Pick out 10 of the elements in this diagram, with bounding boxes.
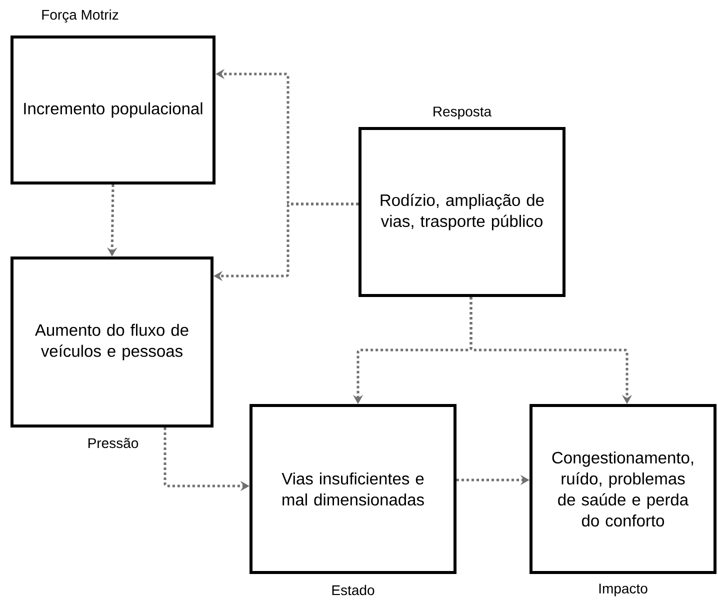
box-caption: Força Motriz [42,9,118,23]
box-caption: Resposta [434,106,492,120]
box-caption: Pressão [88,438,138,448]
box-caption: Impacto [599,584,648,596]
process-box: Incremento populacional [10,36,216,184]
box-caption: Estado [332,584,374,596]
process-box: Congestionamento, ruído, problemas de saúde e perda do conforto [530,404,716,574]
process-box: Aumento do fluxo de veículos e pessoas [10,256,214,428]
process-box: Rodízio, ampliação de vias, trasporte público [358,127,566,297]
process-box: Vias insuficientes e mal dimensionadas [250,404,456,574]
